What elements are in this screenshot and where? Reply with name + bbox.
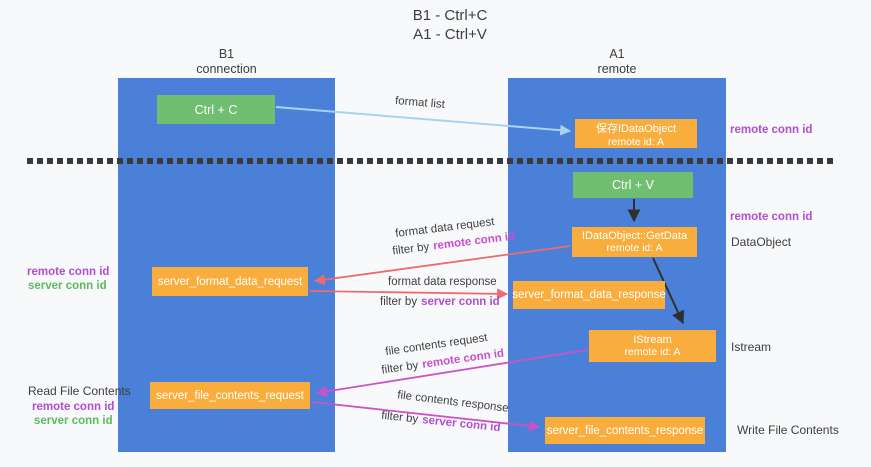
dataobject-side-label: DataObject — [731, 235, 792, 249]
file-contents-response-label: file contents response — [396, 389, 510, 415]
node-save-idataobject: 保存IDataObject remote id: A — [575, 119, 697, 148]
istream-line1: IStream — [633, 334, 672, 346]
left-server-conn-id-label-1: server conn id — [28, 280, 107, 292]
getdata-line2: remote id: A — [606, 242, 663, 254]
node-server-file-contents-response: server_file_contents_response — [545, 417, 705, 444]
read-file-contents-label: Read File Contents — [28, 384, 131, 398]
node-istream: IStream remote id: A — [589, 330, 716, 362]
remote-conn-id-side-label-mid: remote conn id — [730, 211, 813, 223]
left-server-conn-id-label-2: server conn id — [34, 415, 113, 427]
server-conn-id-emphasis: server conn id — [421, 296, 500, 308]
server-format-data-response-label: server_format_data_response — [512, 289, 666, 301]
istream-line2: remote id: A — [624, 346, 681, 358]
remote-conn-id-side-label-top: remote conn id — [730, 124, 813, 136]
lane-a1-title: A1 — [609, 47, 625, 61]
left-remote-conn-id-label-2: remote conn id — [32, 401, 115, 413]
save-idataobject-line1: 保存IDataObject — [595, 122, 677, 135]
save-idataobject-line2: remote id: A — [607, 135, 665, 148]
server-file-contents-response-label: server_file_contents_response — [546, 424, 704, 437]
diagram-title: B1 - Ctrl+C A1 - Ctrl+V — [330, 6, 570, 44]
format-list-label: format list — [394, 95, 446, 111]
server-conn-id-emphasis: server conn id — [421, 414, 502, 435]
server-format-data-request-label: server_format_data_request — [157, 275, 303, 288]
node-server-file-contents-request: server_file_contents_request — [150, 382, 310, 409]
format-data-response-arrow — [309, 288, 509, 300]
istream-side-label: Istream — [731, 340, 772, 354]
title-line-1: B1 - Ctrl+C — [412, 7, 488, 24]
node-ctrl-c: Ctrl + C — [157, 95, 275, 124]
dashed-separator-line — [27, 158, 833, 164]
format-data-response-label: format data response — [388, 276, 497, 288]
node-server-format-data-response: server_format_data_response — [512, 281, 666, 309]
lane-b1-subtitle: connection — [196, 61, 257, 76]
filter-by-text: filter by — [380, 409, 419, 426]
lane-header-a1: A1 remote — [508, 47, 726, 76]
node-idataobject-getdata: IDataObject::GetData remote id: A — [572, 227, 697, 257]
getdata-line1: IDataObject::GetData — [581, 230, 688, 242]
ctrl-c-label: Ctrl + C — [194, 102, 238, 117]
filter-by-text: filter by — [380, 296, 418, 308]
lane-b1-title: B1 — [218, 47, 235, 61]
filter-by-text: filter by — [391, 241, 430, 258]
lane-a1-subtitle: remote — [597, 61, 637, 76]
title-line-2: A1 - Ctrl+V — [413, 26, 487, 43]
lane-header-b1: B1 connection — [118, 47, 335, 76]
write-file-contents-label: Write File Contents — [737, 423, 839, 437]
ctrl-v-label: Ctrl + V — [611, 178, 655, 192]
node-ctrl-v: Ctrl + V — [573, 172, 693, 198]
node-server-format-data-request: server_format_data_request — [152, 267, 308, 296]
server-file-contents-request-label: server_file_contents_request — [156, 389, 304, 402]
left-remote-conn-id-label-1: remote conn id — [27, 266, 110, 278]
filter-by-text: filter by — [380, 359, 420, 377]
